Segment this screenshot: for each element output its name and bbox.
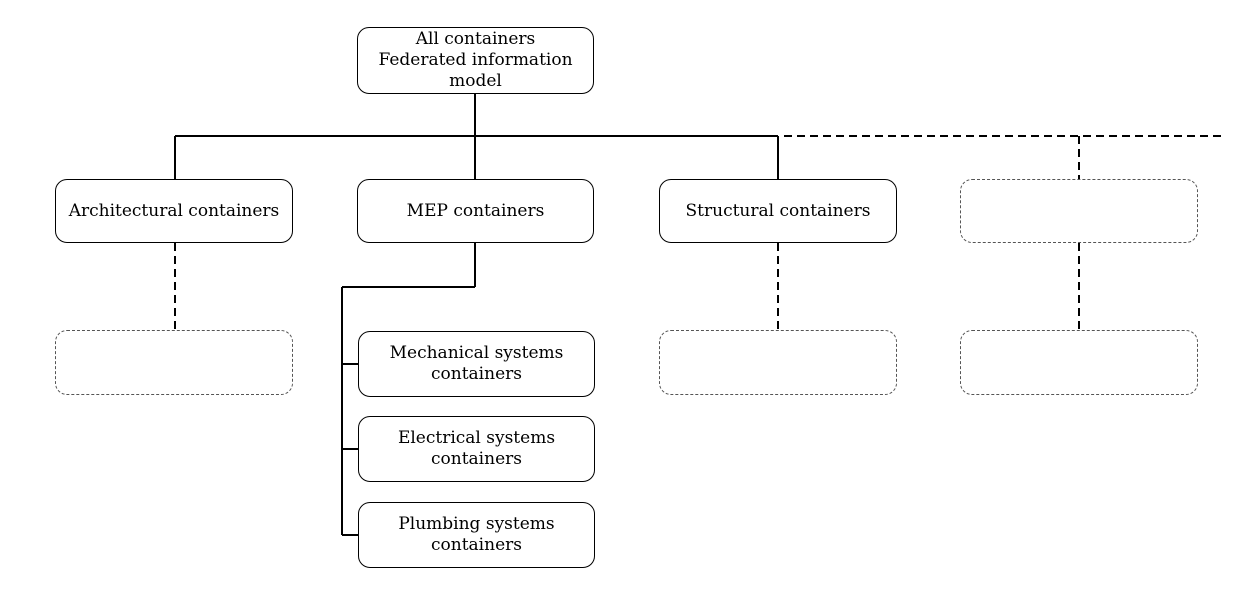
architectural-containers-label: Architectural containers [68,200,280,221]
electrical-systems-containers-node: Electrical systems containers [358,416,595,482]
architectural-containers-node: Architectural containers [55,179,293,243]
electrical-line-1: Electrical systems [397,428,556,448]
electrical-line-2: containers [431,449,522,469]
mechanical-line-2: containers [431,364,522,384]
mep-containers-node: MEP containers [357,179,594,243]
future-subcontainer-placeholder [960,330,1198,395]
future-containers-placeholder-node [960,179,1198,243]
mechanical-systems-containers-node: Mechanical systems containers [358,331,595,397]
structural-containers-node: Structural containers [659,179,897,243]
plumbing-line-1: Plumbing systems [398,514,555,534]
root-line-1: All containers [415,29,536,49]
mep-containers-label: MEP containers [406,200,545,221]
structural-subcontainer-placeholder [659,330,897,395]
mechanical-line-1: Mechanical systems [389,343,564,363]
root-line-3: model [449,71,502,91]
architectural-subcontainer-placeholder [55,330,293,395]
root-node-all-containers: All containers Federated information mod… [357,27,594,94]
root-line-2: Federated information [378,50,573,70]
plumbing-systems-containers-node: Plumbing systems containers [358,502,595,568]
structural-containers-label: Structural containers [685,200,871,221]
plumbing-line-2: containers [431,535,522,555]
